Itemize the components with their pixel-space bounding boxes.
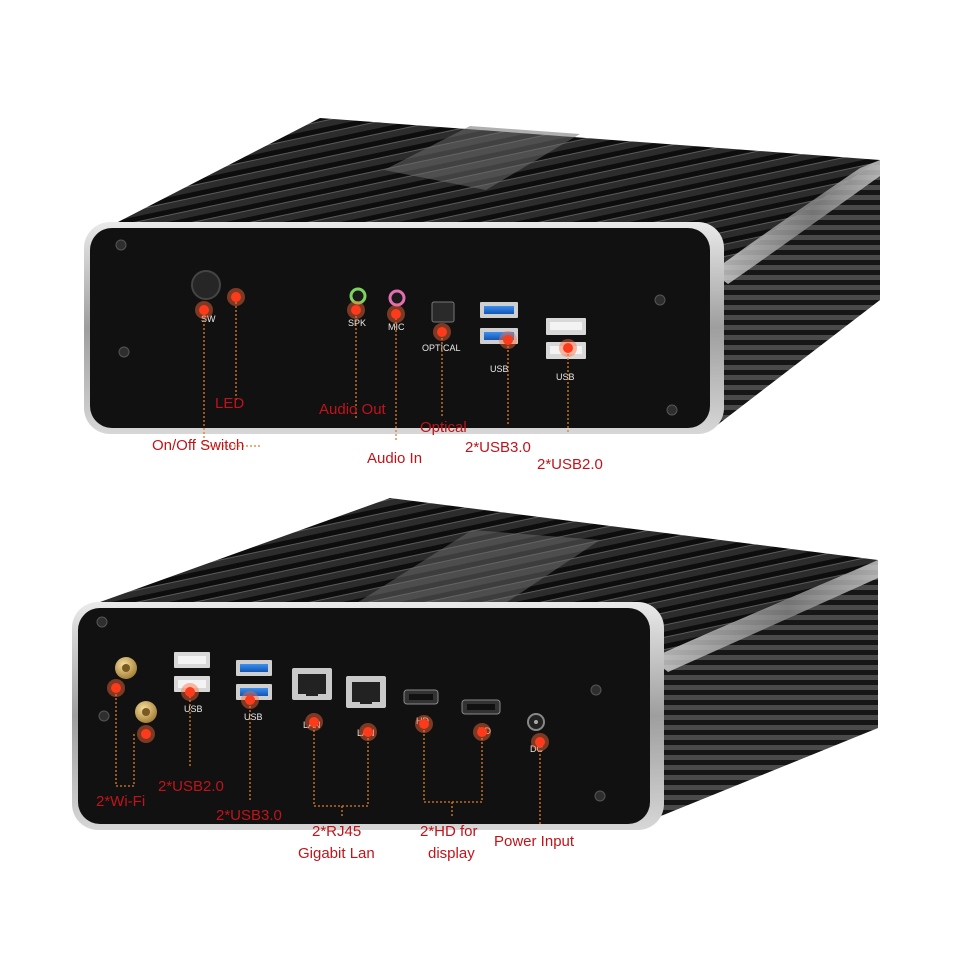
back-unit-side — [652, 560, 878, 818]
callout-display: display — [428, 845, 475, 862]
screw-icon — [654, 294, 666, 306]
callout-led: LED — [215, 395, 244, 412]
port-label-usb2: USB — [556, 372, 575, 382]
port-label-dc: DC — [530, 744, 543, 754]
callout-usb20-back: 2*USB2.0 — [158, 778, 224, 795]
screw-icon — [666, 404, 678, 416]
marker-dot — [185, 687, 195, 697]
marker-dot — [391, 309, 401, 319]
callout-audio-out: Audio Out — [319, 401, 387, 418]
marker-dot — [477, 727, 487, 737]
marker-dot — [503, 335, 513, 345]
port-label-usb3-back: USB — [244, 712, 263, 722]
marker-dot — [231, 292, 241, 302]
callout-power-input: Power Input — [494, 833, 575, 850]
marker-dot — [111, 683, 121, 693]
speaker-jack[interactable] — [349, 287, 367, 305]
front-callouts: LED On/Off Switch Audio Out Audio In Opt… — [152, 395, 603, 473]
power-switch[interactable] — [191, 270, 221, 300]
callout-rj45: 2*RJ45 — [312, 823, 361, 840]
optical-port[interactable] — [431, 301, 455, 323]
port-label-sw: SW — [201, 314, 216, 324]
marker-dot — [245, 695, 255, 705]
callout-usb20-front: 2*USB2.0 — [537, 456, 603, 473]
callout-hd-for: 2*HD for — [420, 823, 478, 840]
screw-icon — [118, 346, 130, 358]
callout-usb30-back: 2*USB3.0 — [216, 807, 282, 824]
marker-dot — [535, 737, 545, 747]
callout-optical: Optical — [420, 419, 467, 436]
marker-dot — [309, 717, 319, 727]
mic-jack[interactable] — [388, 289, 406, 307]
marker-dot — [437, 327, 447, 337]
back-view-unit: USB USB LAN LAN HD HD DC — [72, 498, 878, 830]
callout-usb30-front: 2*USB3.0 — [465, 439, 531, 456]
callout-audio-in: Audio In — [367, 450, 422, 467]
callout-gigabit-lan: Gigabit Lan — [298, 845, 375, 862]
marker-dot — [199, 305, 209, 315]
back-callouts: 2*Wi-Fi 2*USB2.0 2*USB3.0 2*RJ45 Gigabit… — [96, 778, 575, 862]
screw-icon — [594, 790, 606, 802]
screw-icon — [590, 684, 602, 696]
front-unit-lid-band — [384, 126, 580, 190]
marker-dot — [419, 719, 429, 729]
screw-icon — [115, 239, 127, 251]
port-label-usb3: USB — [490, 364, 509, 374]
front-unit-face — [90, 228, 710, 428]
screw-icon — [98, 710, 110, 722]
marker-dot — [351, 305, 361, 315]
marker-dot — [363, 727, 373, 737]
port-label-usb2-back: USB — [184, 704, 203, 714]
front-view-unit: SW SPK MIC OPTICAL USB USB — [84, 118, 880, 434]
front-callout-leaders — [195, 288, 577, 447]
callout-onoff-switch: On/Off Switch — [152, 437, 244, 454]
back-unit-face — [78, 608, 650, 824]
port-label-spk: SPK — [348, 318, 366, 328]
callout-wifi: 2*Wi-Fi — [96, 793, 145, 810]
front-unit-side — [712, 160, 880, 426]
marker-dot — [563, 343, 573, 353]
back-callout-leaders — [107, 679, 549, 826]
screw-icon — [96, 616, 108, 628]
marker-dot — [141, 729, 151, 739]
port-label-optical: OPTICAL — [422, 343, 461, 353]
